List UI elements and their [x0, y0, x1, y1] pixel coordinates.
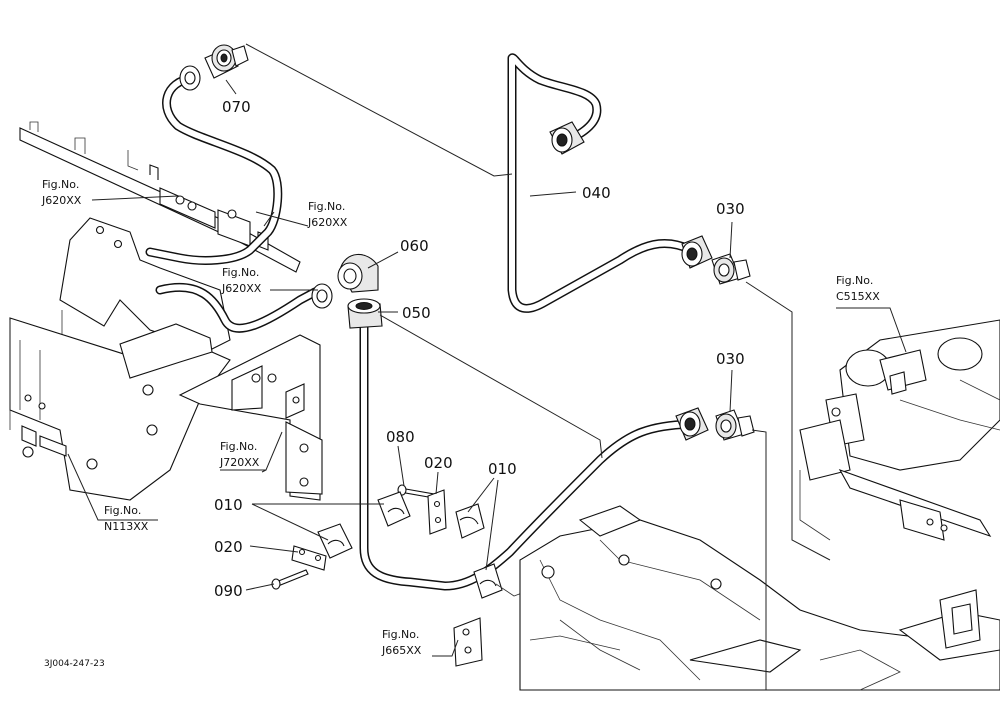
figref-label: Fig.No. — [222, 266, 259, 279]
fitting-030-upper — [711, 253, 751, 285]
bracket-j665xx — [453, 583, 531, 667]
drawing-code: 3J004-247-23 — [44, 659, 105, 669]
figref-number: N113XX — [104, 520, 149, 533]
figref-label: Fig.No. — [836, 274, 873, 287]
housing-c515xx — [799, 319, 1000, 541]
fitting-030-lower — [675, 407, 755, 441]
part-label-030-upper: 030 — [716, 200, 745, 218]
part-label-090: 090 — [214, 582, 243, 600]
figref-label: Fig.No. — [220, 440, 257, 453]
part-label-010-right: 010 — [488, 460, 517, 478]
part-number-labels: 070 040 060 050 030 030 080 020 010 010 … — [214, 98, 745, 600]
upper-left-pipe — [145, 65, 320, 333]
figref-j620xx-left: Fig.No. J620XX — [41, 178, 82, 207]
figref-c515xx: Fig.No. C515XX — [836, 274, 880, 303]
part-label-030-lower: 030 — [716, 350, 745, 368]
figref-number: J620XX — [221, 282, 262, 295]
figref-n113xx: Fig.No. N113XX — [104, 504, 149, 533]
figref-number: J620XX — [41, 194, 82, 207]
part-label-020-left: 020 — [214, 538, 243, 556]
pipe-040 — [507, 53, 713, 313]
figref-number: J620XX — [307, 216, 348, 229]
figref-j620xx-mid: Fig.No. J620XX — [221, 266, 262, 295]
figref-label: Fig.No. — [382, 628, 419, 641]
figref-label: Fig.No. — [104, 504, 141, 517]
left-frame-assembly — [9, 121, 301, 501]
part-label-010-left: 010 — [214, 496, 243, 514]
part-label-020-right: 020 — [424, 454, 453, 472]
figref-j620xx-top: Fig.No. J620XX — [307, 200, 348, 229]
figref-number: J720XX — [219, 456, 260, 469]
transmission-housing — [519, 505, 1000, 691]
part-label-060: 060 — [400, 237, 429, 255]
clamp-parts — [271, 484, 503, 599]
fitting-070 — [204, 44, 249, 79]
part-label-080: 080 — [386, 428, 415, 446]
figref-label: Fig.No. — [42, 178, 79, 191]
part-label-050: 050 — [402, 304, 431, 322]
center-bracket — [178, 334, 323, 501]
figref-number: J665XX — [381, 644, 422, 657]
elbow-and-down-pipe — [311, 253, 695, 591]
figref-label: Fig.No. — [308, 200, 345, 213]
figure-reference-labels: Fig.No. J620XX Fig.No. J620XX Fig.No. J6… — [41, 178, 880, 657]
figref-j720xx: Fig.No. J720XX — [219, 440, 260, 469]
leader-lines — [67, 43, 907, 690]
figref-j665xx: Fig.No. J665XX — [381, 628, 422, 657]
part-label-040: 040 — [582, 184, 611, 202]
figref-number: C515XX — [836, 290, 880, 303]
part-label-070: 070 — [222, 98, 251, 116]
